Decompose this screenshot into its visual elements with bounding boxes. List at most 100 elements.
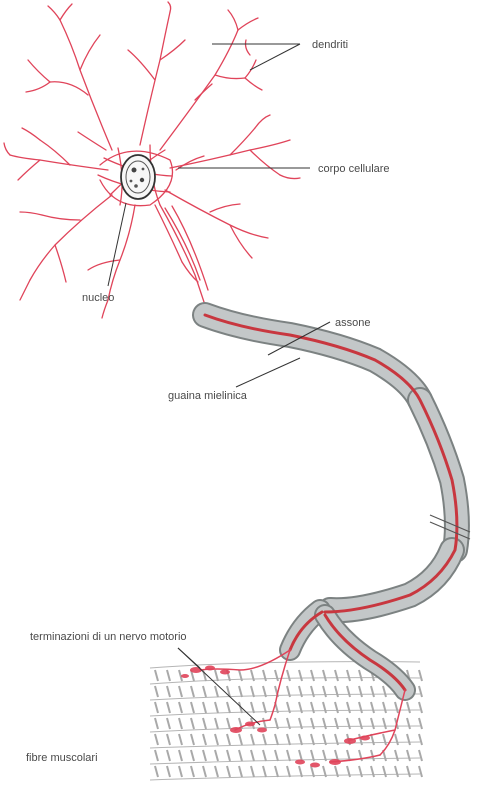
muscle-striation — [383, 702, 386, 713]
muscle-striation — [167, 718, 170, 729]
muscle-striation — [227, 702, 230, 713]
muscle-striation — [335, 702, 338, 713]
muscle-striation — [323, 686, 326, 697]
muscle-striation — [407, 718, 410, 729]
muscle-striation — [215, 750, 218, 761]
muscle-striation — [311, 702, 314, 713]
muscle-striation — [191, 718, 194, 729]
muscle-striation — [227, 766, 230, 777]
muscle-striation — [179, 766, 182, 777]
muscle-striation — [287, 750, 290, 761]
muscle-striation — [347, 670, 350, 681]
muscle-striation — [419, 734, 422, 745]
muscle-striation — [179, 734, 182, 745]
muscle-striation — [155, 670, 158, 681]
muscle-striation — [383, 718, 386, 729]
muscle-striation — [323, 670, 326, 681]
muscle-striation — [383, 766, 386, 777]
muscle-striation — [323, 718, 326, 729]
muscle-striation — [215, 718, 218, 729]
muscle-striation — [227, 718, 230, 729]
muscle-striation — [215, 766, 218, 777]
muscle-striation — [407, 702, 410, 713]
muscle-striation — [287, 670, 290, 681]
muscle-striation — [395, 702, 398, 713]
muscle-striation — [275, 750, 278, 761]
muscle-striation — [191, 702, 194, 713]
muscle-striation — [215, 734, 218, 745]
muscle-striation — [275, 670, 278, 681]
muscle-striation — [359, 670, 362, 681]
muscle-striation — [203, 718, 206, 729]
muscle-striation — [191, 686, 194, 697]
muscle-striation — [179, 750, 182, 761]
muscle-striation — [395, 766, 398, 777]
muscle-striation — [419, 750, 422, 761]
muscle-striation — [371, 718, 374, 729]
muscle-striation — [239, 766, 242, 777]
muscle-striation — [155, 734, 158, 745]
muscle-striation — [311, 686, 314, 697]
muscle-striation — [263, 766, 266, 777]
muscle-striation — [275, 734, 278, 745]
muscle-striation — [371, 750, 374, 761]
muscle-striation — [263, 734, 266, 745]
muscle-striation — [215, 670, 218, 681]
muscle-striation — [263, 670, 266, 681]
label-muscle-fibers: fibre muscolari — [26, 752, 98, 764]
muscle-striation — [419, 766, 422, 777]
muscle-striation — [191, 750, 194, 761]
muscle-striation — [167, 686, 170, 697]
muscle-striation — [419, 686, 422, 697]
muscle-striation — [179, 718, 182, 729]
muscle-striation — [203, 766, 206, 777]
muscle-striation — [383, 734, 386, 745]
muscle-striation — [167, 702, 170, 713]
muscle-striation — [203, 702, 206, 713]
muscle-striation — [203, 686, 206, 697]
muscle-striation — [191, 766, 194, 777]
muscle-striation — [251, 734, 254, 745]
muscle-striation — [371, 702, 374, 713]
muscle-striation — [275, 766, 278, 777]
muscle-striation — [239, 686, 242, 697]
muscle-striation — [419, 718, 422, 729]
muscle-striation — [215, 686, 218, 697]
nucleus — [121, 155, 155, 199]
muscle-striation — [227, 734, 230, 745]
label-motor-nerve-endings: terminazioni di un nervo motorio — [30, 631, 187, 643]
muscle-striation — [251, 702, 254, 713]
muscle-striation — [347, 702, 350, 713]
muscle-striation — [395, 750, 398, 761]
muscle-striation — [407, 766, 410, 777]
muscle-striation — [407, 734, 410, 745]
muscle-striation — [419, 702, 422, 713]
label-myelin-sheath: guaina mielinica — [168, 390, 248, 402]
muscle-striation — [395, 734, 398, 745]
muscle-striation — [227, 750, 230, 761]
muscle-striation — [359, 702, 362, 713]
myelin-sheath — [205, 315, 457, 690]
muscle-striation — [215, 702, 218, 713]
muscle-striation — [347, 686, 350, 697]
muscle-striation — [251, 766, 254, 777]
muscle-striation — [167, 766, 170, 777]
label-dendrites: dendriti — [312, 39, 348, 51]
muscle-striation — [335, 686, 338, 697]
muscle-striation — [155, 718, 158, 729]
muscle-striation — [167, 750, 170, 761]
muscle-striation — [287, 734, 290, 745]
muscle-striation — [311, 670, 314, 681]
muscle-striation — [371, 766, 374, 777]
muscle-striation — [239, 734, 242, 745]
muscle-striation — [155, 686, 158, 697]
dendrites — [4, 2, 300, 318]
muscle-striation — [251, 750, 254, 761]
muscle-striation — [155, 750, 158, 761]
muscle-striation — [251, 686, 254, 697]
muscle-striation — [203, 750, 206, 761]
muscle-striation — [347, 718, 350, 729]
muscle-striation — [371, 686, 374, 697]
